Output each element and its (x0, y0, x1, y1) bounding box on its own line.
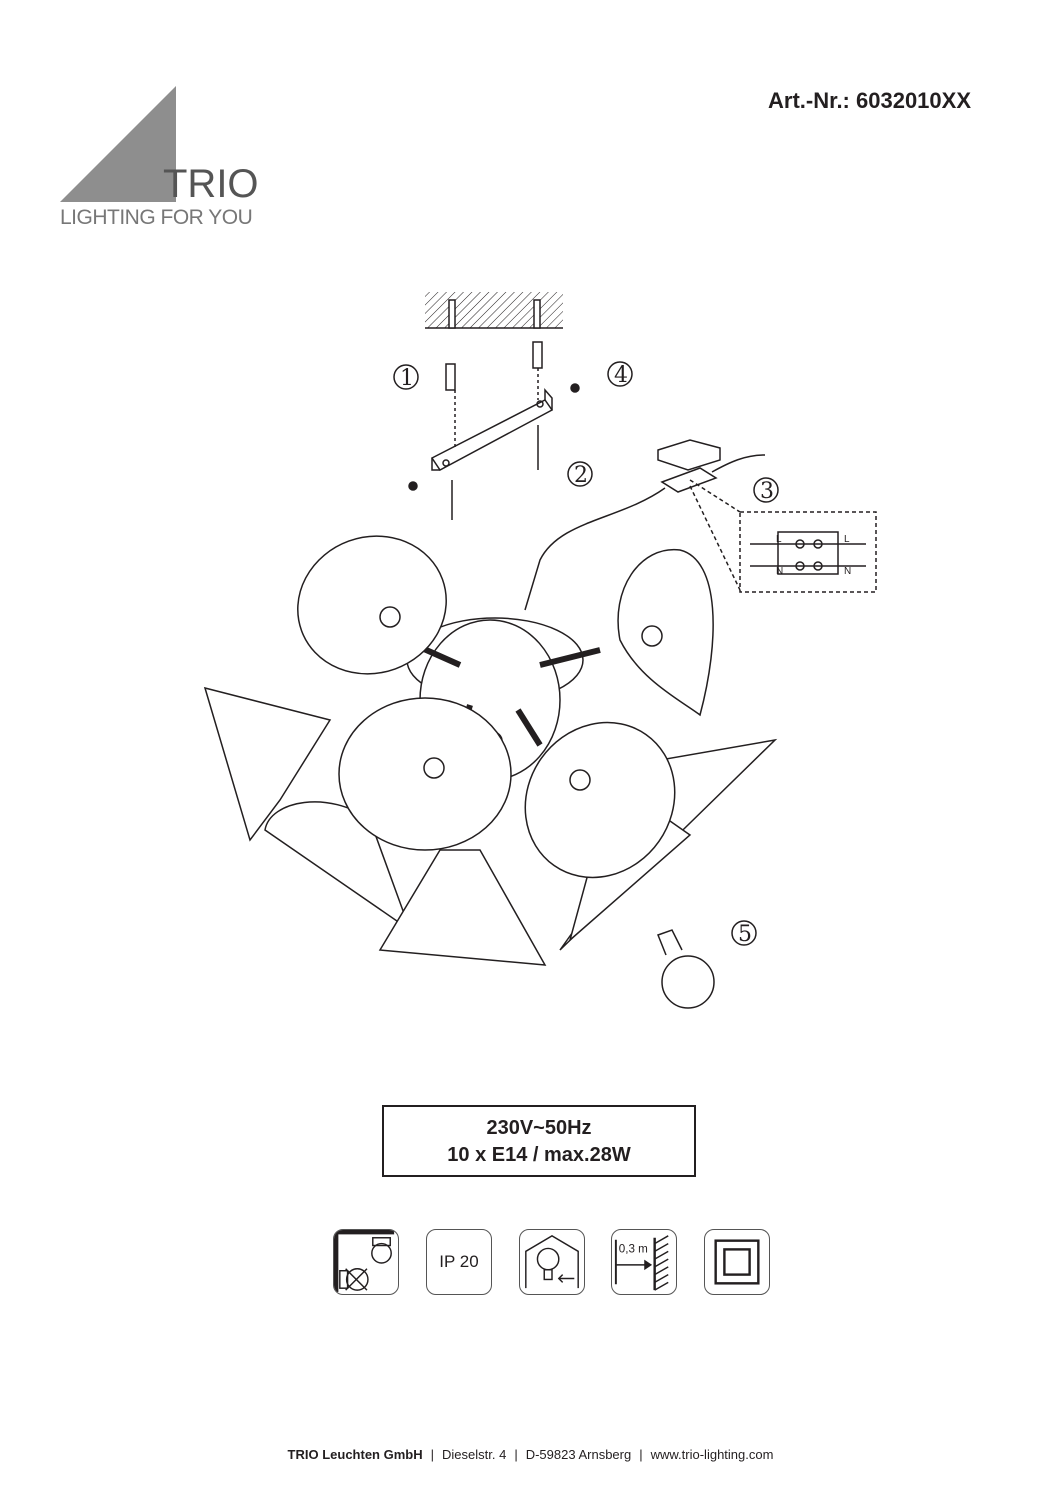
protection-class-2-icon (704, 1229, 770, 1295)
step-3-label: 3 (760, 479, 774, 504)
wire-label-neutral-out: N (844, 566, 851, 577)
screws-and-plugs (408, 341, 580, 520)
step-5-label: 5 (738, 922, 752, 947)
mounting-bracket (430, 388, 554, 471)
footer-separator: | (430, 1447, 434, 1462)
spec-voltage: 230V~50Hz (486, 1117, 592, 1139)
footer-website[interactable]: www.trio-lighting.com (650, 1447, 774, 1462)
electrical-specs-box: 230V~50Hz 10 x E14 / max.28W (382, 1105, 696, 1177)
indoor-use-icon (519, 1229, 585, 1295)
footer-city: D-59823 Arnsberg (525, 1447, 632, 1462)
ip-rating-icon: IP 20 (426, 1229, 492, 1295)
logo-tagline: LIGHTING FOR YOU (60, 206, 253, 229)
wiring-detail: L N L N (739, 511, 877, 593)
footer-street: Dieselstr. 4 (442, 1447, 507, 1462)
junction-box (524, 439, 766, 611)
no-dimmer-icon (333, 1229, 399, 1295)
logo-name: TRIO (163, 162, 259, 206)
article-number: Art.-Nr.: 6032010XX (768, 88, 971, 113)
step-2-label: 2 (574, 463, 588, 488)
light-bulb (657, 929, 715, 1009)
logo-triangle-icon (60, 86, 176, 202)
footer-separator: | (514, 1447, 518, 1462)
step-4-label: 4 (614, 363, 628, 388)
footer-separator: | (639, 1447, 643, 1462)
assembly-diagram: 1 2 3 4 5 L N L N (203, 292, 877, 1009)
spec-bulbs: 10 x E14 / max.28W (447, 1144, 631, 1166)
wire-label-live: L (776, 534, 782, 545)
ceiling-hatch (425, 292, 563, 329)
lamp-fixture (203, 535, 778, 966)
footer-company: TRIO Leuchten GmbH (287, 1447, 423, 1462)
footer: TRIO Leuchten GmbH | Dieselstr. 4 | D-59823 … (0, 1447, 1061, 1462)
min-distance-label: 0,3 m (619, 1242, 648, 1255)
min-distance-icon: 0,3 m (611, 1229, 677, 1295)
wire-label-live-out: L (844, 534, 850, 545)
wire-label-neutral: N (776, 566, 783, 577)
ip-rating-label: IP 20 (439, 1252, 479, 1271)
step-1-label: 1 (400, 366, 414, 391)
